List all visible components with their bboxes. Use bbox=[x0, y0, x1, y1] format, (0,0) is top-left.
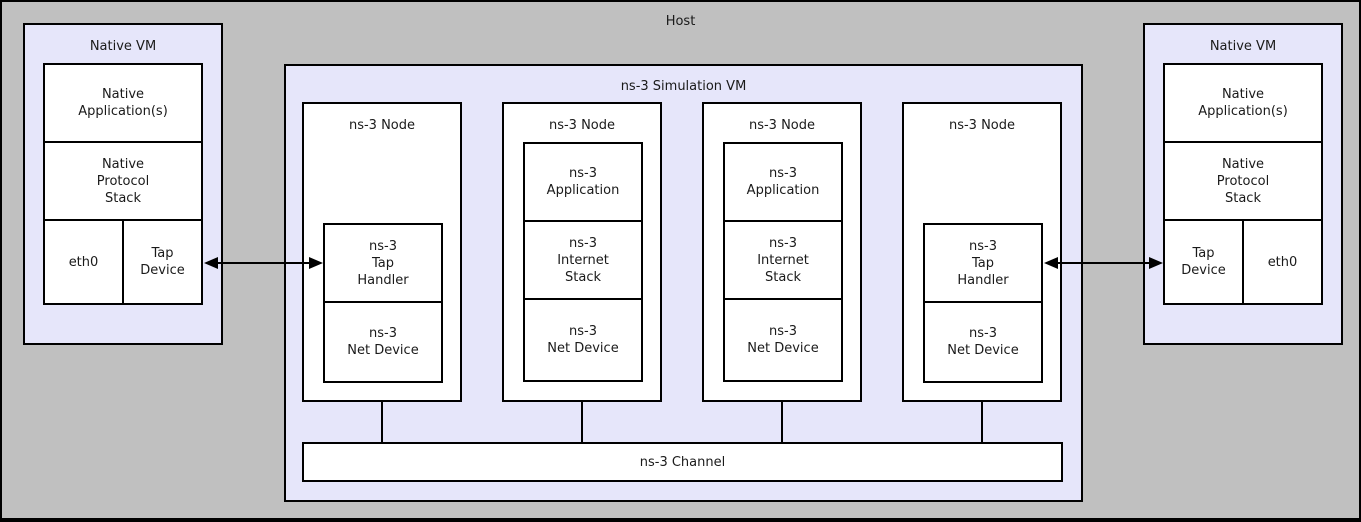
ns3-node-4-title: ns-3 Node bbox=[948, 118, 1016, 133]
ns3-application-box-3: ns-3 Application bbox=[725, 144, 841, 222]
ns3-node-1: ns-3 Node ns-3 Tap Handler ns-3 Net Devi… bbox=[302, 102, 462, 402]
ns3-node-4: ns-3 Node ns-3 Tap Handler ns-3 Net Devi… bbox=[902, 102, 1062, 402]
ns3-net-device-box-2: ns-3 Net Device bbox=[525, 300, 641, 380]
ns3-node-4-stack: ns-3 Tap Handler ns-3 Net Device bbox=[923, 223, 1043, 383]
native-vm-right-stack: Native Application(s) Native Protocol St… bbox=[1163, 63, 1323, 305]
ns3-node-2-stack: ns-3 Application ns-3 Internet Stack ns-… bbox=[523, 142, 643, 382]
ns3-internet-stack-box-2: ns-3 Internet Stack bbox=[525, 222, 641, 300]
nic-row-right: Tap Device eth0 bbox=[1165, 221, 1321, 303]
ns3-channel-box: ns-3 Channel bbox=[302, 442, 1063, 482]
native-protocol-stack-box-right: Native Protocol Stack bbox=[1165, 143, 1321, 221]
native-protocol-stack-box-left: Native Protocol Stack bbox=[45, 143, 201, 221]
nic-row-left: eth0 Tap Device bbox=[45, 221, 201, 303]
ns3-application-box-2: ns-3 Application bbox=[525, 144, 641, 222]
node-channel-connector-1 bbox=[381, 402, 383, 442]
node-channel-connector-3 bbox=[781, 402, 783, 442]
native-vm-right: Native VM Native Application(s) Native P… bbox=[1143, 23, 1343, 345]
ns3-node-3-stack: ns-3 Application ns-3 Internet Stack ns-… bbox=[723, 142, 843, 382]
native-application-box-left: Native Application(s) bbox=[45, 65, 201, 143]
native-application-box-right: Native Application(s) bbox=[1165, 65, 1321, 143]
arrowhead-east-icon bbox=[1149, 257, 1163, 269]
bidirectional-arrow-right bbox=[1044, 253, 1163, 273]
host-title: Host bbox=[665, 14, 696, 29]
arrow-shaft bbox=[214, 262, 313, 264]
ns3-net-device-box-1: ns-3 Net Device bbox=[325, 303, 441, 381]
ns3-node-3: ns-3 Node ns-3 Application ns-3 Internet… bbox=[702, 102, 862, 402]
arrowhead-west-icon bbox=[204, 257, 218, 269]
ns3-tap-handler-box-1: ns-3 Tap Handler bbox=[325, 225, 441, 303]
ns3-simulation-vm-title: ns-3 Simulation VM bbox=[620, 79, 747, 94]
ns3-tap-handler-box-4: ns-3 Tap Handler bbox=[925, 225, 1041, 303]
ns3-node-2-title: ns-3 Node bbox=[548, 118, 616, 133]
node-channel-connector-2 bbox=[581, 402, 583, 442]
node-channel-connector-4 bbox=[981, 402, 983, 442]
bidirectional-arrow-left bbox=[204, 253, 323, 273]
ns3-node-2: ns-3 Node ns-3 Application ns-3 Internet… bbox=[502, 102, 662, 402]
native-vm-left: Native VM Native Application(s) Native P… bbox=[23, 23, 223, 345]
arrow-shaft bbox=[1054, 262, 1153, 264]
native-vm-left-title: Native VM bbox=[89, 39, 157, 54]
eth0-box-right: eth0 bbox=[1242, 221, 1321, 303]
native-vm-left-stack: Native Application(s) Native Protocol St… bbox=[43, 63, 203, 305]
arrowhead-east-icon bbox=[309, 257, 323, 269]
tap-device-box-right: Tap Device bbox=[1165, 221, 1242, 303]
eth0-box-left: eth0 bbox=[45, 221, 122, 303]
ns3-node-3-title: ns-3 Node bbox=[748, 118, 816, 133]
ns3-internet-stack-box-3: ns-3 Internet Stack bbox=[725, 222, 841, 300]
ns3-node-1-stack: ns-3 Tap Handler ns-3 Net Device bbox=[323, 223, 443, 383]
native-vm-right-title: Native VM bbox=[1209, 39, 1277, 54]
ns3-net-device-box-4: ns-3 Net Device bbox=[925, 303, 1041, 381]
arrowhead-west-icon bbox=[1044, 257, 1058, 269]
ns3-simulation-vm: ns-3 Simulation VM ns-3 Node ns-3 Tap Ha… bbox=[284, 64, 1083, 502]
ns3-node-1-title: ns-3 Node bbox=[348, 118, 416, 133]
tap-device-box-left: Tap Device bbox=[122, 221, 201, 303]
ns3-net-device-box-3: ns-3 Net Device bbox=[725, 300, 841, 380]
